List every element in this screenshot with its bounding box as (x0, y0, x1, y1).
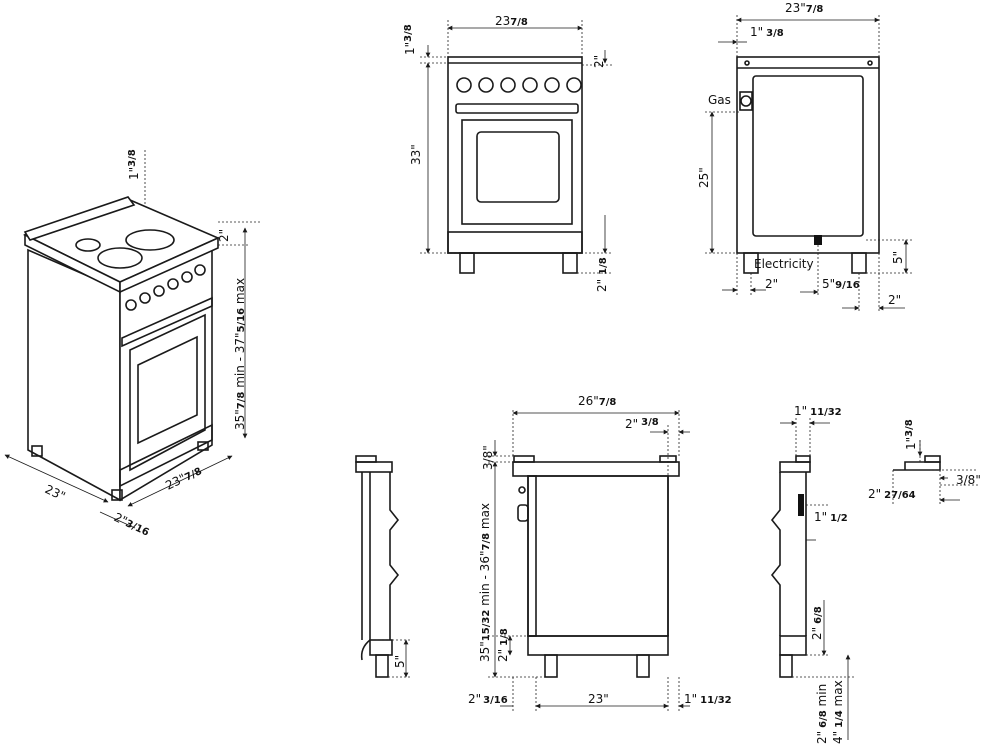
persp-knob-gap: 2" (217, 229, 231, 242)
detail-mid: 1"1/2 (814, 510, 848, 524)
perspective-knobs (125, 264, 206, 311)
rear-view (705, 15, 912, 312)
front-knobs (456, 77, 582, 93)
electricity-connector (814, 235, 822, 245)
side-height: 35"15/32 min - 36"7/8 max (478, 503, 492, 662)
front-foot: 2"1/8 (595, 257, 609, 292)
persp-foot: 2"3/16 (112, 510, 152, 539)
front-width: 237/8 (495, 14, 528, 28)
side-top-gap: 3/8" (481, 445, 495, 470)
small-right: 3/8" (956, 473, 981, 487)
small-left: 2"27/64 (868, 487, 916, 501)
persp-width: 23" (43, 482, 68, 503)
side-width: 26"7/8 (578, 394, 616, 408)
front-view (420, 20, 612, 274)
detail-connector (798, 494, 804, 516)
rear-foot-height: 5" (891, 251, 905, 264)
detail-low: 2"6/8 (810, 606, 824, 640)
detail-max: 4"1/4 max (831, 680, 845, 744)
side-foot: 2"1/8 (496, 628, 510, 662)
perspective-view (4, 150, 260, 529)
rear-elec-offset: 5"9/16 (822, 277, 860, 291)
persp-height: 35"7/8 min - 37"5/16 max (233, 278, 247, 430)
front-knob-gap: 2" (592, 55, 606, 68)
detail-min: 2"6/8 min (815, 684, 829, 744)
detail-section-view (770, 418, 856, 740)
detail-top: 1"11/32 (794, 404, 842, 418)
wall-section-view (355, 455, 412, 678)
rear-right-offset: 2" (888, 293, 901, 307)
front-top-gap: 1"3/8 (403, 24, 417, 55)
rear-width: 23"7/8 (785, 1, 823, 15)
gas-label: Gas (708, 93, 731, 107)
side-depth: 23" (588, 692, 609, 706)
side-view (488, 410, 690, 712)
small-top: 1"3/8 (904, 419, 918, 450)
side-front-offset: 2"3/16 (468, 692, 508, 706)
front-height: 33" (409, 144, 423, 165)
wall-foot: 5" (393, 655, 407, 668)
persp-top-gap: 1"3/8 (127, 149, 141, 180)
electricity-label: Electricity (754, 257, 814, 271)
rear-gap: 1"3/8 (750, 25, 784, 39)
side-back-offset: 1"11/32 (684, 692, 732, 706)
rear-gas-height: 25" (697, 167, 711, 188)
small-detail-view (892, 440, 978, 506)
rear-left-offset: 2" (765, 277, 778, 291)
side-top-offset: 2"3/8 (625, 417, 659, 431)
